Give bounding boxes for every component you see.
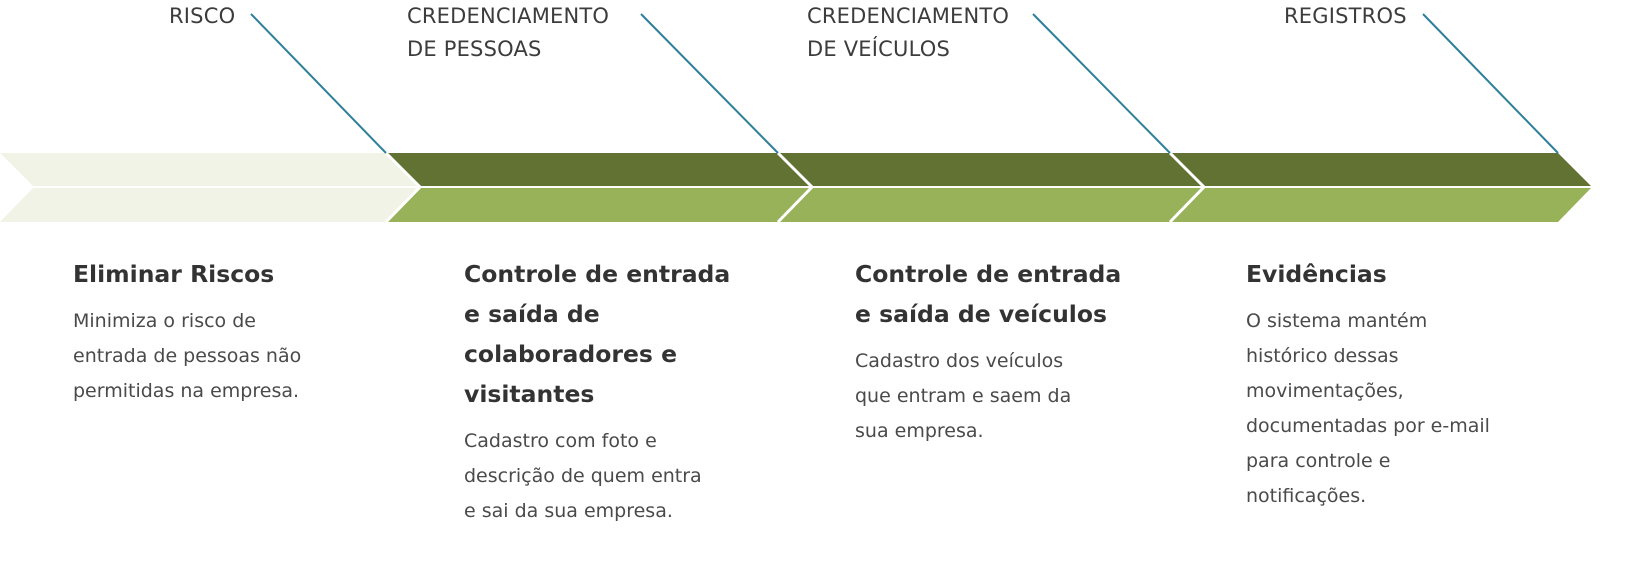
chevron-separators — [0, 151, 1592, 224]
step-card-1-text-line-2: entrada de pessoas não — [73, 345, 302, 367]
stage-label-4: REGISTROS — [1284, 0, 1407, 33]
leader-line-4 — [1422, 13, 1559, 154]
chevron-2-bottom — [386, 187, 812, 222]
chevron-1-top — [0, 153, 420, 187]
stage-label-4-line-1: REGISTROS — [1284, 4, 1407, 28]
chevron-4-top — [1170, 153, 1592, 187]
stage-label-1-line-1: RISCO — [169, 4, 236, 28]
step-card-3-title-line-1: Controle de entrada — [855, 260, 1122, 288]
step-card-2-text-line-2: descrição de quem entra — [464, 465, 702, 487]
step-card-2-title-line-1: Controle de entrada — [464, 260, 731, 288]
step-card-2-text-line-1: Cadastro com foto e — [464, 430, 657, 452]
chevron-3-bottom — [778, 187, 1204, 222]
step-card-4-text-line-2: histórico dessas — [1246, 345, 1399, 367]
stage-label-2: CREDENCIAMENTO DE PESSOAS — [407, 0, 609, 66]
chevron-2-top — [386, 153, 812, 187]
step-card-4-text-line-3: movimentações, — [1246, 380, 1404, 402]
step-card-3-title: Controle de entrada e saída de veículos — [855, 254, 1145, 334]
step-card-1-text-line-1: Minimiza o risco de — [73, 310, 256, 332]
step-card-3-text: Cadastro dos veículos que entram e saem … — [855, 344, 1145, 449]
chevron-1-bottom — [0, 187, 420, 222]
step-card-2-title-line-2: e saída de — [464, 300, 600, 328]
step-card-1-text: Minimiza o risco de entrada de pessoas n… — [73, 304, 363, 409]
step-card-3-title-line-2: e saída de veículos — [855, 300, 1107, 328]
step-card-3: Controle de entrada e saída de veículos … — [855, 254, 1145, 449]
stage-label-3-line-2: DE VEÍCULOS — [807, 37, 950, 61]
step-card-4-text: O sistema mantém histórico dessas movime… — [1246, 304, 1536, 514]
leader-line-1 — [250, 13, 387, 154]
step-card-4: Evidências O sistema mantém histórico de… — [1246, 254, 1536, 514]
step-card-4-text-line-5: para controle e — [1246, 450, 1391, 472]
leader-line-3 — [1032, 13, 1171, 154]
stage-label-1: RISCO — [169, 0, 235, 33]
step-card-1-title-line-1: Eliminar Riscos — [73, 260, 275, 288]
leader-lines — [250, 13, 1559, 154]
stage-label-3: CREDENCIAMENTO DE VEÍCULOS — [807, 0, 1009, 66]
chevron-4-bottom — [1170, 187, 1592, 222]
step-card-4-text-line-1: O sistema mantém — [1246, 310, 1428, 332]
step-card-4-title-line-1: Evidências — [1246, 260, 1387, 288]
step-card-3-text-line-3: sua empresa. — [855, 420, 984, 442]
step-card-2-title-line-4: visitantes — [464, 380, 595, 408]
step-card-1: Eliminar Riscos Minimiza o risco de entr… — [73, 254, 363, 409]
step-card-4-text-line-4: documentadas por e-mail — [1246, 415, 1490, 437]
step-card-4-title: Evidências — [1246, 254, 1536, 294]
step-card-2-title: Controle de entrada e saída de colaborad… — [464, 254, 754, 414]
stage-label-3-line-1: CREDENCIAMENTO — [807, 4, 1010, 28]
stage-label-2-line-2: DE PESSOAS — [407, 37, 542, 61]
step-card-1-title: Eliminar Riscos — [73, 254, 363, 294]
step-card-2: Controle de entrada e saída de colaborad… — [464, 254, 754, 529]
step-card-4-text-line-6: notificações. — [1246, 485, 1367, 507]
leader-line-2 — [640, 13, 779, 154]
chevron-3-top — [778, 153, 1204, 187]
step-card-1-text-line-3: permitidas na empresa. — [73, 380, 300, 402]
step-card-2-text-line-3: e sai da sua empresa. — [464, 500, 673, 522]
stage-label-2-line-1: CREDENCIAMENTO — [407, 4, 610, 28]
step-card-2-text: Cadastro com foto e descrição de quem en… — [464, 424, 754, 529]
step-card-2-title-line-3: colaboradores e — [464, 340, 678, 368]
step-card-3-text-line-1: Cadastro dos veículos — [855, 350, 1064, 372]
step-card-3-text-line-2: que entram e saem da — [855, 385, 1072, 407]
